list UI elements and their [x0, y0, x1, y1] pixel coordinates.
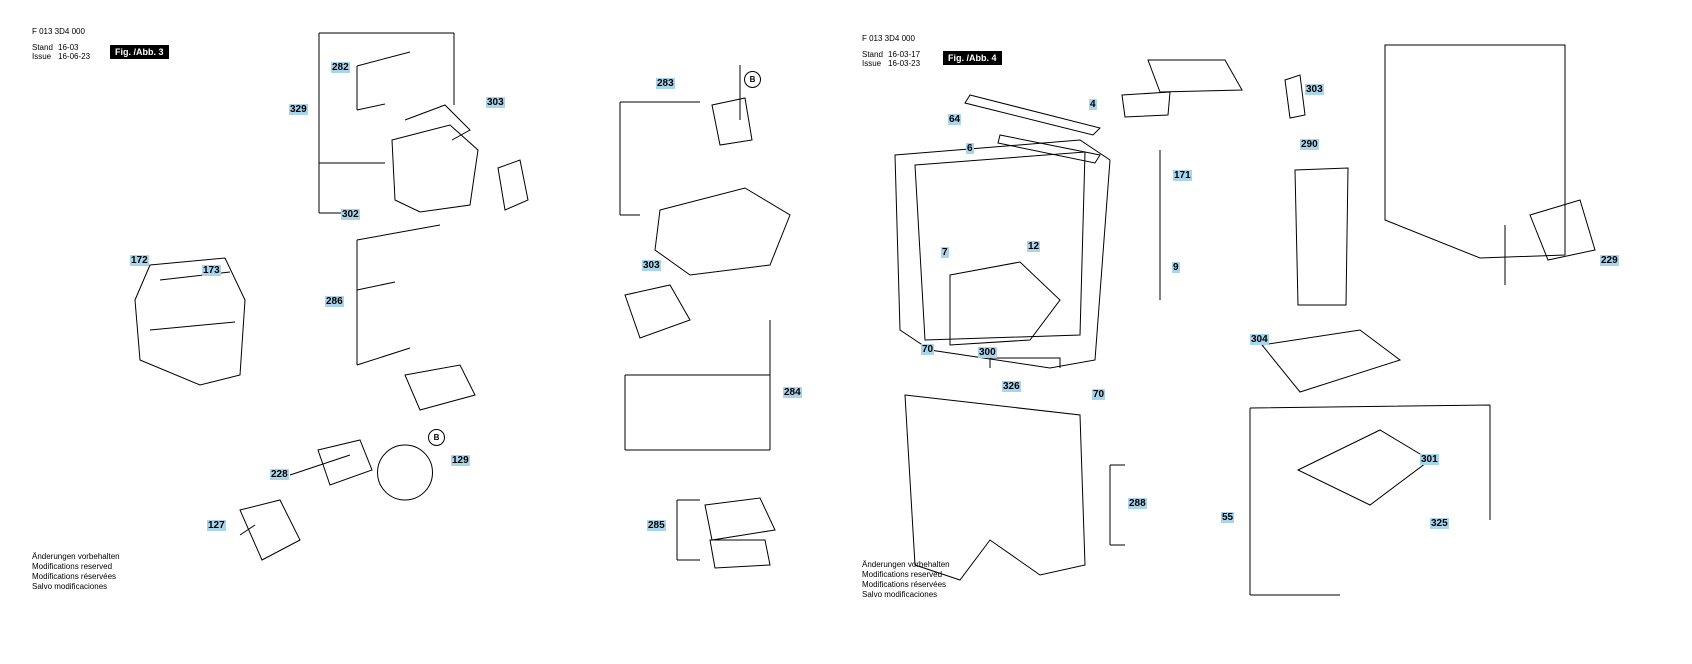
fig4-doc-number: F 013 3D4 000 [862, 34, 915, 43]
fig4-mod-line-es: Salvo modificaciones [862, 590, 938, 599]
fig4-stand-label: Stand [862, 50, 883, 59]
fig4-modifications-note: Änderungen vorbehalten Modifications res… [862, 560, 950, 600]
callout-302[interactable]: 302 [341, 209, 360, 220]
fig4-mod-line-fr: Modifications réservées [862, 580, 947, 589]
fig4-issue-label: Issue [862, 59, 882, 68]
fig3-stand-block: Stand 16-03 Issue 16-06-23 [32, 43, 90, 61]
ref-b-circle: B [744, 71, 761, 88]
callout-6[interactable]: 6 [966, 143, 974, 154]
callout-284[interactable]: 284 [783, 387, 802, 398]
fig3-stand-value: 16-03 [58, 43, 79, 52]
callout-303[interactable]: 303 [1305, 84, 1324, 95]
callout-325[interactable]: 325 [1430, 518, 1449, 529]
back-panel-shape [1384, 44, 1566, 259]
callout-7[interactable]: 7 [941, 247, 949, 258]
callout-12[interactable]: 12 [1027, 241, 1041, 252]
fig3-modifications-note: Änderungen vorbehalten Modifications res… [32, 552, 120, 592]
fig4-stand-block: Stand 16-03-17 Issue 16-03-23 [862, 50, 920, 68]
callout-129[interactable]: 129 [451, 455, 470, 466]
door-shape [904, 394, 1086, 581]
fig3-mod-line-fr: Modifications réservées [32, 572, 117, 581]
callout-127[interactable]: 127 [207, 520, 226, 531]
fig3-issue-label: Issue [32, 52, 52, 61]
ref-b-circle: B [428, 429, 445, 446]
callout-286[interactable]: 286 [325, 296, 344, 307]
callout-288[interactable]: 288 [1128, 498, 1147, 509]
fig4-mod-line-de: Änderungen vorbehalten [862, 560, 950, 569]
fig3-issue-value: 16-06-23 [58, 52, 91, 61]
fig4-stand-value: 16-03-17 [888, 50, 921, 59]
fig3-doc-number: F 013 3D4 000 [32, 27, 85, 36]
fig3-stand-label: Stand [32, 43, 53, 52]
cover-shape [391, 124, 479, 213]
callout-285[interactable]: 285 [647, 520, 666, 531]
callout-4[interactable]: 4 [1089, 99, 1097, 110]
fig4-issue-value: 16-03-23 [888, 59, 921, 68]
callout-326[interactable]: 326 [1002, 381, 1021, 392]
fig3-mod-line-es: Salvo modificaciones [32, 582, 108, 591]
plate-304-shape [1261, 329, 1402, 393]
fig3-mod-line-de: Änderungen vorbehalten [32, 552, 120, 561]
callout-55[interactable]: 55 [1221, 512, 1235, 523]
callout-303[interactable]: 303 [486, 97, 505, 108]
fan-shape [377, 444, 433, 501]
assembly-172-shape [134, 257, 246, 386]
callout-70[interactable]: 70 [1092, 389, 1106, 400]
callout-303[interactable]: 303 [642, 260, 661, 271]
callout-283[interactable]: 283 [656, 78, 675, 89]
fig4-label: Fig. /Abb. 4 [943, 51, 1002, 65]
callout-70[interactable]: 70 [921, 344, 935, 355]
motor-shape [497, 159, 529, 211]
callout-171[interactable]: 171 [1173, 170, 1192, 181]
frame-shape [894, 139, 1111, 369]
fig4-mod-line-en: Modifications reserved [862, 570, 943, 579]
callout-229[interactable]: 229 [1600, 255, 1619, 266]
callout-329[interactable]: 329 [289, 104, 308, 115]
callout-290[interactable]: 290 [1300, 139, 1319, 150]
callout-228[interactable]: 228 [270, 469, 289, 480]
callout-64[interactable]: 64 [948, 114, 962, 125]
callout-172[interactable]: 172 [130, 255, 149, 266]
callout-9[interactable]: 9 [1172, 262, 1180, 273]
housing-shape [654, 187, 791, 276]
callout-282[interactable]: 282 [331, 62, 350, 73]
callout-173[interactable]: 173 [202, 265, 221, 276]
fig3-label: Fig. /Abb. 3 [110, 45, 169, 59]
callout-300[interactable]: 300 [978, 347, 997, 358]
callout-301[interactable]: 301 [1420, 454, 1439, 465]
callout-304[interactable]: 304 [1250, 334, 1269, 345]
fig3-mod-line-en: Modifications reserved [32, 562, 113, 571]
